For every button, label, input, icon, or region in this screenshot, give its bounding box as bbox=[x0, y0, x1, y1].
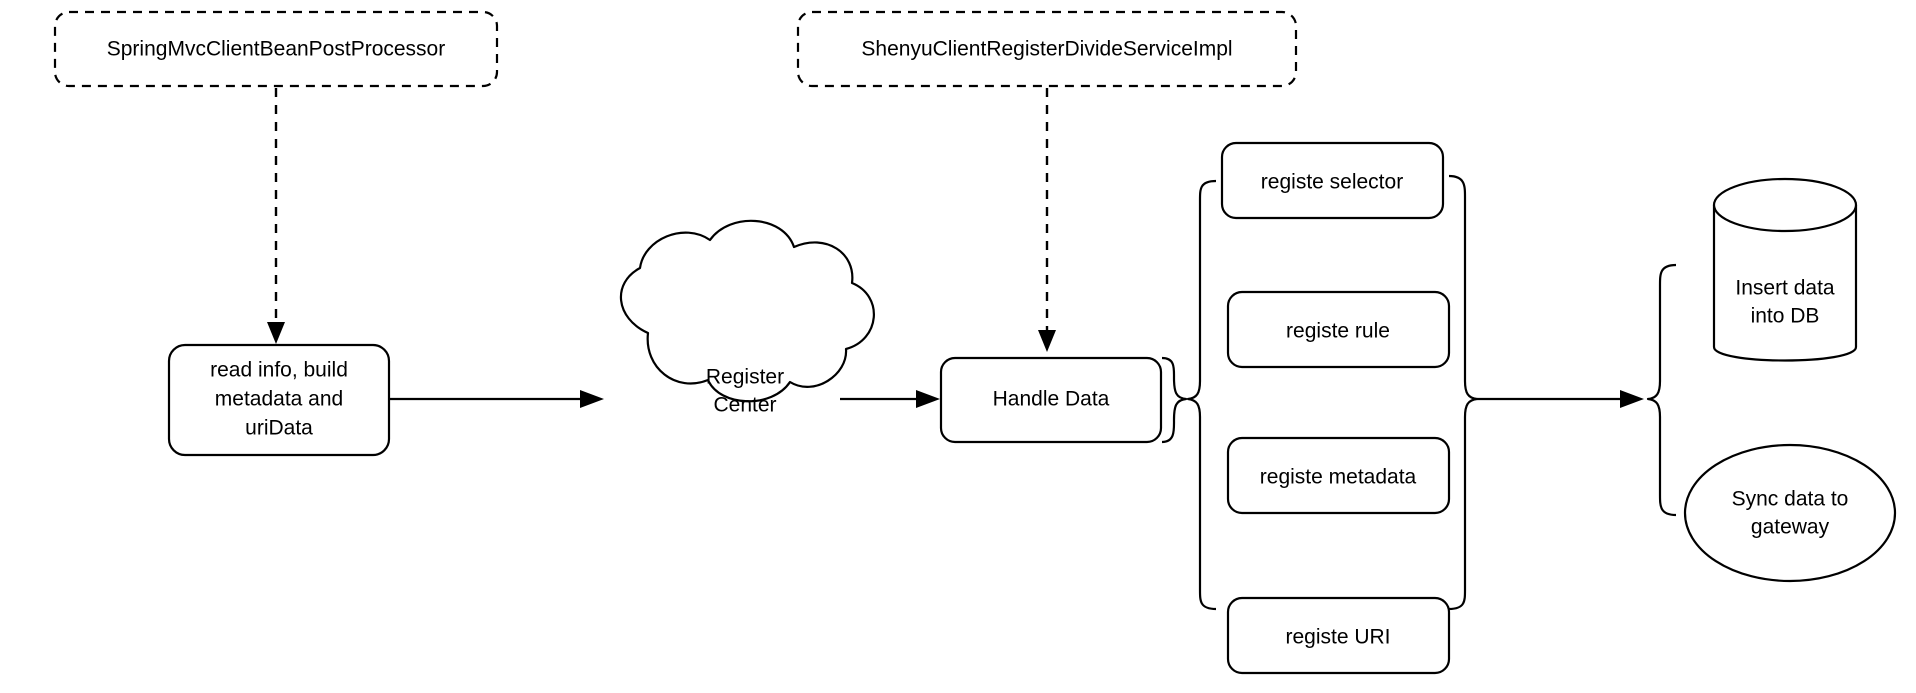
edge-register-center-to-handle-data bbox=[840, 390, 940, 408]
registe-selector-node: registe selector bbox=[1220, 141, 1445, 220]
registe-metadata-shape bbox=[1226, 436, 1451, 515]
registe-metadata-node: registe metadata bbox=[1226, 436, 1451, 515]
annotation-left-label: SpringMvcClientBeanPostProcessor bbox=[107, 38, 445, 61]
read-info-line-1: read info, build bbox=[210, 359, 348, 382]
edge-annotation-right-to-handle-data bbox=[1038, 88, 1056, 352]
registe-selector-shape bbox=[1220, 141, 1445, 220]
registe-uri-shape bbox=[1226, 596, 1451, 675]
registe-rule-label: registe rule bbox=[1286, 320, 1390, 343]
arrowhead-down-left bbox=[267, 322, 285, 344]
register-center-node: Register Center bbox=[619, 219, 875, 417]
registe-uri-label: registe URI bbox=[1285, 626, 1390, 649]
edge-read-info-to-register-center bbox=[389, 390, 604, 408]
insert-db-line-1: Insert data bbox=[1735, 277, 1835, 300]
sync-gateway-shape bbox=[1683, 443, 1897, 583]
sync-gateway-node: Sync data to gateway bbox=[1683, 443, 1897, 583]
insert-db-node: Insert data into DB bbox=[1712, 177, 1858, 362]
registe-uri-node: registe URI bbox=[1226, 596, 1451, 675]
handle-data-fanout-bracket bbox=[1161, 356, 1188, 444]
arrowhead-to-handle-data bbox=[916, 390, 940, 408]
insert-db-top-ellipse bbox=[1712, 177, 1858, 233]
annotation-left-box: SpringMvcClientBeanPostProcessor bbox=[53, 10, 499, 88]
registe-rule-shape bbox=[1226, 290, 1451, 369]
read-info-node: read info, build metadata and uriData bbox=[167, 343, 391, 457]
registe-metadata-label: registe metadata bbox=[1260, 466, 1417, 489]
arrowhead-to-register-center bbox=[580, 390, 604, 408]
outputs-left-bracket bbox=[1646, 263, 1677, 517]
edge-annotation-left-to-read-info bbox=[267, 88, 285, 344]
read-info-line-3: uriData bbox=[245, 417, 313, 440]
edge-registe-group-to-outputs bbox=[1477, 390, 1644, 408]
registe-selector-label: registe selector bbox=[1261, 171, 1403, 194]
sync-gateway-line-1: Sync data to bbox=[1732, 488, 1849, 511]
registe-group-left-bracket bbox=[1186, 179, 1217, 611]
annotation-right-shape bbox=[796, 10, 1298, 88]
arrowhead-to-outputs bbox=[1620, 390, 1644, 408]
insert-db-line-2: into DB bbox=[1751, 305, 1820, 328]
handle-data-shape bbox=[939, 356, 1163, 444]
handle-data-label: Handle Data bbox=[993, 388, 1110, 411]
registe-rule-node: registe rule bbox=[1226, 290, 1451, 369]
read-info-line-2: metadata and bbox=[215, 388, 343, 411]
register-center-shape bbox=[619, 219, 875, 403]
annotation-right-label: ShenyuClientRegisterDivideServiceImpl bbox=[861, 38, 1232, 61]
registe-group-right-bracket bbox=[1448, 174, 1479, 611]
annotation-right-box: ShenyuClientRegisterDivideServiceImpl bbox=[796, 10, 1298, 88]
register-center-line-2: Center bbox=[713, 394, 776, 417]
sync-gateway-line-2: gateway bbox=[1751, 516, 1830, 539]
register-center-line-1: Register bbox=[706, 366, 784, 389]
handle-data-node: Handle Data bbox=[939, 356, 1163, 444]
insert-db-body bbox=[1712, 203, 1858, 362]
arrowhead-down-right bbox=[1038, 330, 1056, 352]
annotation-left-shape bbox=[53, 10, 499, 88]
